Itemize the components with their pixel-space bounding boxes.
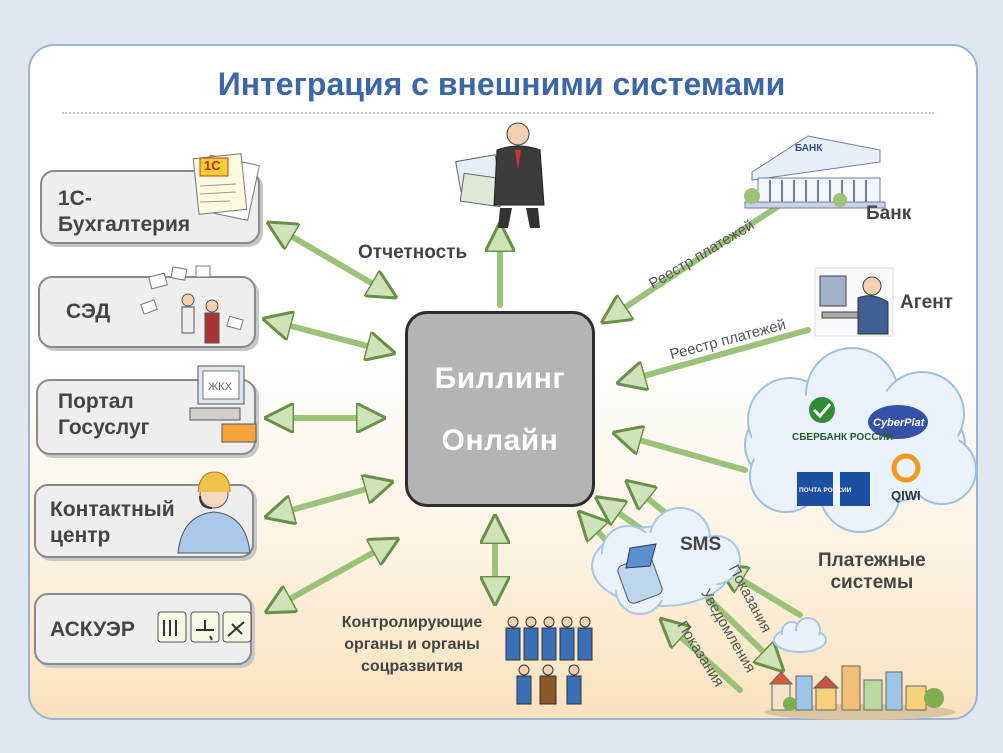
label-1c-accounting: 1С- Бухгалтерия <box>58 187 191 236</box>
title-divider <box>62 112 934 114</box>
onec-logo-text: 1С <box>204 158 221 173</box>
arrow-sed <box>268 320 390 352</box>
center-line-1: Биллинг <box>434 362 566 395</box>
arrow-payments <box>618 434 748 473</box>
label-agent: Агент <box>900 292 953 313</box>
center-line-2: Онлайн <box>441 424 559 457</box>
arrow-bank <box>606 202 783 320</box>
logo-qiwi: QIWI <box>891 488 921 503</box>
arrow-1c <box>272 225 392 295</box>
label-askuer: АСКУЭР <box>50 618 135 641</box>
label-gov-portal: Портал Госуслуг <box>58 390 150 439</box>
label-sms: SMS <box>680 534 722 555</box>
label-reporting: Отчетность <box>358 242 468 263</box>
label-sed: СЭД <box>66 300 111 323</box>
label-authorities: Контролирующие органы и органы соцразвит… <box>341 614 483 675</box>
logo-sberbank: СБЕРБАНК РОССИИ <box>792 432 893 443</box>
bank-sign-text: БАНК <box>795 143 823 154</box>
slide-title: Интеграция с внешними системами <box>217 66 786 102</box>
label-payment-systems: Платежные системы <box>818 550 926 593</box>
arrow-readings-2 <box>664 622 743 693</box>
arrow-askuer <box>270 541 394 610</box>
arrow-agent <box>622 327 811 382</box>
arrow-notifications <box>697 587 780 668</box>
logo-russian-post: ПОЧТА РОССИИ <box>799 487 852 494</box>
label-contact-center: Контактный центр <box>50 498 175 547</box>
billing-online-node: Биллинг Онлайн <box>405 311 595 507</box>
arrow-contact <box>270 483 388 516</box>
portal-screen-text: ЖКХ <box>208 381 233 393</box>
arrow-sms-3 <box>630 484 671 518</box>
logo-cyberplat: CyberPlat <box>873 417 926 429</box>
label-bank: Банк <box>866 203 912 224</box>
